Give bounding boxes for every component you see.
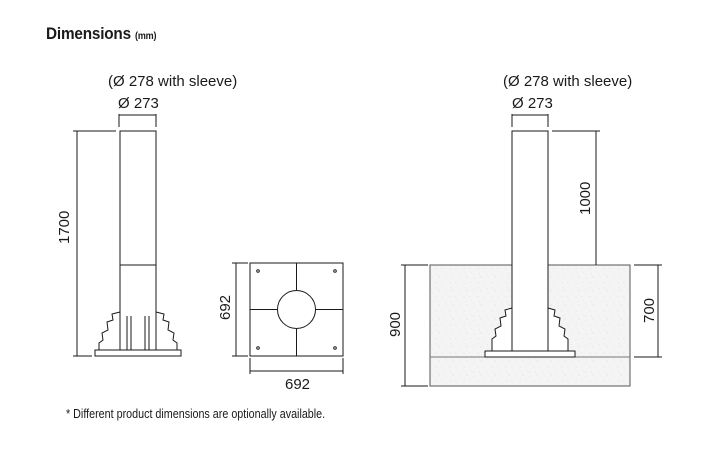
installed-view — [401, 114, 662, 387]
side-diameter-label: Ø 273 — [118, 95, 159, 112]
title-unit: (mm) — [135, 31, 157, 42]
plate-width-label: 692 — [285, 376, 310, 393]
above-ground-label: 1000 — [577, 182, 594, 215]
installed-sleeve-label: (Ø 278 with sleeve) — [503, 73, 632, 90]
page-title: Dimensions (mm) — [46, 24, 156, 44]
title-text: Dimensions — [46, 24, 131, 43]
foundation-depth-label: 900 — [387, 312, 404, 337]
side-height-label: 1700 — [56, 211, 73, 244]
side-view — [73, 114, 182, 357]
installed-diameter-label: Ø 273 — [512, 95, 553, 112]
embed-depth-label: 700 — [641, 298, 658, 323]
footnote: * Different product dimensions are optio… — [66, 407, 326, 421]
plate-height-label: 692 — [217, 295, 234, 320]
base-plate-view — [232, 262, 344, 374]
side-sleeve-label: (Ø 278 with sleeve) — [108, 73, 237, 90]
